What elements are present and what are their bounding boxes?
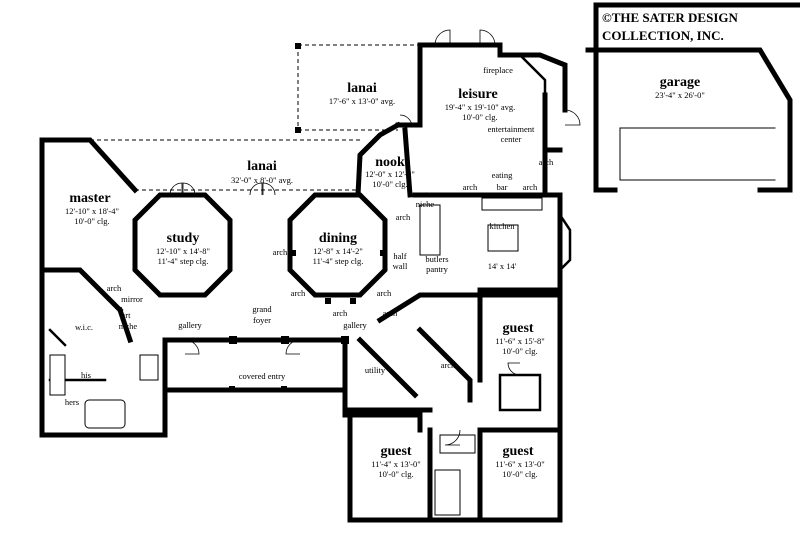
room-name-lanai-top: lanai [347, 81, 377, 96]
label-arch-dining-br: arch [377, 288, 392, 298]
label-arch-nook: arch [396, 212, 411, 222]
label-niche-nook: niche [416, 199, 435, 209]
label-pantry: pantry [426, 264, 448, 274]
label-eating: eating [492, 170, 514, 180]
label-covered-entry: covered entry [239, 371, 286, 381]
room-clg-nook: 10'-0" clg. [372, 179, 407, 189]
label-center: center [501, 134, 522, 144]
label-grand: grand [252, 304, 272, 314]
room-name-kitchen: kitchen [489, 221, 515, 231]
label-mirror: mirror [121, 294, 143, 304]
room-name-study: study [167, 231, 200, 246]
label-art-nook: art [419, 189, 429, 199]
room-clg-guest-1: 10'-0" clg. [502, 346, 537, 356]
walls [39, 2, 800, 523]
label-foyer: foyer [253, 315, 271, 325]
label-arch-dining: arch [273, 247, 288, 257]
label-bar: bar [497, 182, 508, 192]
label-arch-eating-right: arch [523, 182, 538, 192]
room-dim-guest-1: 11'-6" x 15'-8" [495, 336, 544, 346]
room-clg-leisure: 10'-0" clg. [462, 112, 497, 122]
room-dim-leisure: 19'-4" x 19'-10" avg. [445, 102, 515, 112]
label-fireplace: fireplace [483, 65, 513, 75]
room-name-garage: garage [660, 75, 700, 90]
label-butlers: butlers [425, 254, 448, 264]
room-clg-guest-3: 10'-0" clg. [502, 469, 537, 479]
label-gallery-right: gallery [343, 320, 367, 330]
label-arch-eating-left: arch [463, 182, 478, 192]
room-labels: garage 23'-4" x 26'-0" lanai 17'-6" x 13… [65, 65, 705, 479]
room-name-master: master [69, 191, 110, 206]
room-name-dining: dining [319, 231, 357, 246]
label-entertainment: entertainment [488, 124, 535, 134]
label-his: his [81, 370, 91, 380]
room-name-guest-3: guest [502, 444, 533, 459]
label-art-master: art [122, 310, 132, 320]
label-arch-master: arch [107, 283, 122, 293]
room-clg-master: 10'-0" clg. [74, 216, 109, 226]
room-name-lanai-main: lanai [247, 159, 277, 174]
copyright-block: ©THE SATER DESIGN COLLECTION, INC. [602, 10, 739, 43]
room-name-guest-1: guest [502, 321, 533, 336]
room-dim-guest-2: 11'-4" x 13'-0" [371, 459, 420, 469]
room-clg-study: 11'-4" step clg. [158, 256, 209, 266]
room-clg-guest-2: 10'-0" clg. [378, 469, 413, 479]
room-dim-dining: 12'-8" x 14'-2" [313, 246, 363, 256]
room-dim-master: 12'-10" x 18'-4" [65, 206, 119, 216]
room-clg-dining: 11'-4" step clg. [313, 256, 364, 266]
room-dim-nook: 12'-0" x 12'-0" [365, 169, 415, 179]
room-name-nook: nook [375, 155, 405, 170]
misc-labels: arch arch arch art niche arch half wall … [65, 157, 554, 407]
label-arch-dining-bl: arch [291, 288, 306, 298]
room-name-guest-2: guest [380, 444, 411, 459]
label-arch-leisure: arch [539, 157, 554, 167]
label-utility: utility [365, 365, 386, 375]
room-dim-garage: 23'-4" x 26'-0" [655, 90, 705, 100]
label-niche-master: niche [119, 321, 138, 331]
room-name-leisure: leisure [458, 87, 497, 102]
copyright-line1: ©THE SATER DESIGN [602, 10, 739, 25]
room-dim-lanai-main: 32'-0" x 8'-0" avg. [231, 175, 293, 185]
label-wall: wall [393, 261, 408, 271]
room-dim-kitchen: 14' x 14' [488, 261, 517, 271]
room-dim-guest-3: 11'-6" x 13'-0" [495, 459, 544, 469]
doors [169, 29, 581, 446]
label-arch-guest-hall: arch [441, 360, 456, 370]
room-dim-study: 12'-10" x 14'-8" [156, 246, 210, 256]
label-half: half [393, 251, 406, 261]
room-dim-lanai-top: 17'-6" x 13'-0" avg. [329, 96, 395, 106]
copyright-line2: COLLECTION, INC. [602, 28, 724, 43]
columns [229, 43, 386, 392]
label-arch-dining-b: arch [333, 308, 348, 318]
label-gallery-left: gallery [178, 320, 202, 330]
label-wic: w.i.c. [75, 322, 93, 332]
label-arch-hall: arch [383, 308, 398, 318]
label-hers: hers [65, 397, 79, 407]
